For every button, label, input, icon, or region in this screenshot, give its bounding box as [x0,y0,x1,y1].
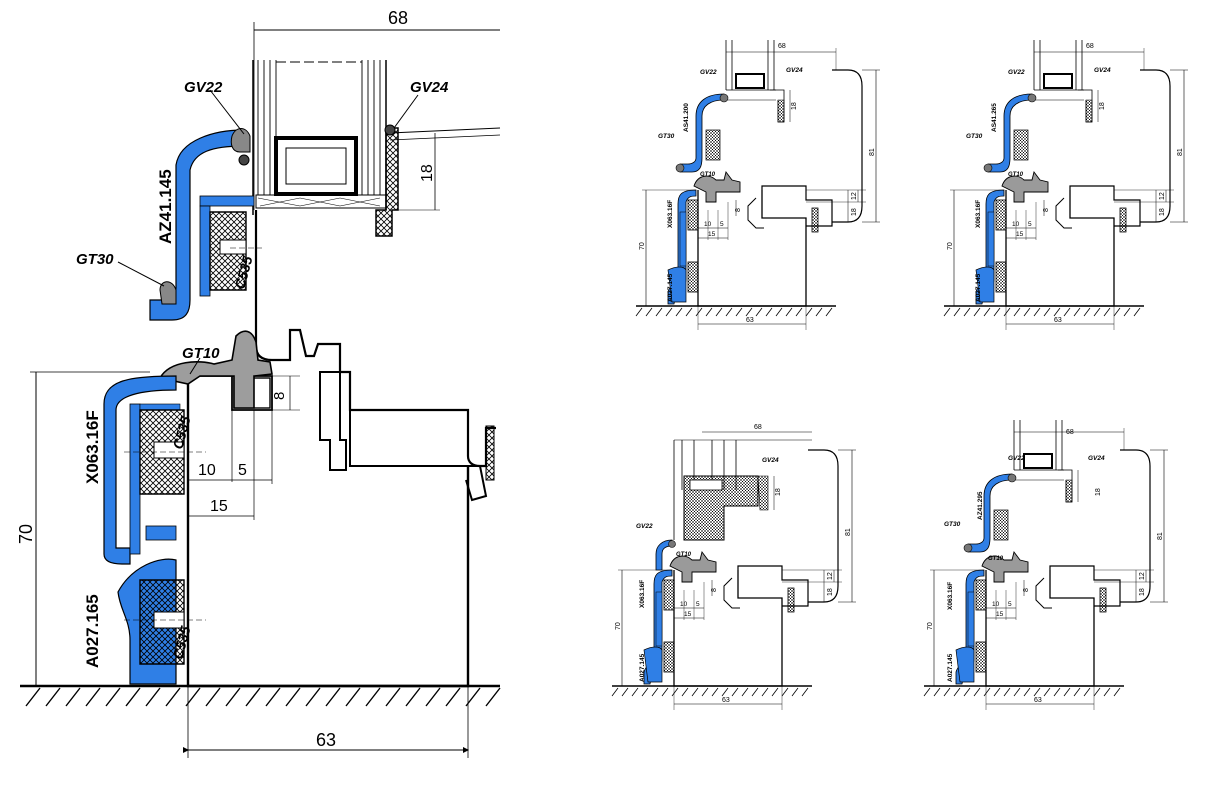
s1-d81: 81 [869,148,876,156]
s3-gv24: GV24 [762,457,779,464]
s4-x063: X063.16F [947,582,954,610]
s3-x063: X063.16F [639,580,646,608]
a027-profile-label: A027.165 [83,594,102,668]
s3-d8: 8 [711,588,718,592]
s4-d63: 63 [1034,697,1042,704]
s2-d5: 5 [1028,221,1032,228]
s1-d8: 8 [735,208,742,212]
s1-d18a: 18 [791,102,798,110]
s2-gt10: GT10 [1008,172,1024,178]
small-drawing-4: 68 GV22 GV24 AZ41.295 GT30 GT10 X063.16F… [923,419,1169,711]
small-drawing-3: 68 GV22 GV24 GT10 X063.16F A027.145 18 8… [611,424,857,711]
s4-d18a: 18 [1095,488,1102,496]
gv22-label: GV22 [184,79,223,96]
s4-d70: 70 [927,622,934,630]
s2-az: AS41.265 [991,103,998,132]
s2-gv24: GV24 [1094,67,1111,74]
s2-dim-68: 68 [1086,43,1094,50]
s4-d15: 15 [996,611,1004,618]
s3-d18a: 18 [775,488,782,496]
s2-d12: 12 [1159,192,1166,200]
s3-gv22: GV22 [636,523,653,530]
s2-d18b: 18 [1159,208,1166,216]
s2-gv22: GV22 [1008,69,1025,76]
s3-d18b: 18 [827,588,834,596]
s2-d70: 70 [947,242,954,250]
s3-d15: 15 [684,611,692,618]
s3-d70: 70 [615,622,622,630]
dim-15-label: 15 [210,498,228,515]
s1-d63: 63 [746,317,754,324]
s2-d18a: 18 [1099,102,1106,110]
large-section-drawing: 68 GV22 GV24 18 AZ41.145 GT30 C535 GT10 … [16,8,501,758]
small-drawing-2: 68 GV22 GV24 AS41.265 GT30 GT10 X063.16F… [943,39,1189,331]
x063-profile-blue [103,375,206,685]
s2-d10: 10 [1012,221,1020,228]
s4-gv22: GV22 [1008,455,1025,462]
s1-d10: 10 [704,221,712,228]
s1-d15: 15 [708,231,716,238]
s3-gt10: GT10 [676,552,692,558]
gv24-label: GV24 [410,79,449,96]
s2-d8: 8 [1043,208,1050,212]
s1-d5: 5 [720,221,724,228]
s4-gv24: GV24 [1088,455,1105,462]
dim-8-label: 8 [271,392,288,400]
s1-x063: X063.16F [667,200,674,228]
glazing-unit [252,60,501,215]
s4-az: AZ41.295 [977,491,984,520]
az-profile-blue [149,128,262,321]
x063-profile-label: X063.16F [83,410,102,484]
az-profile-label: AZ41.145 [156,169,175,244]
gt10-label: GT10 [182,345,220,362]
s1-gv22: GV22 [700,69,717,76]
s3-d81: 81 [845,528,852,536]
s2-gt30: GT30 [966,133,983,140]
s3-a027: A027.145 [639,653,646,682]
dim-70-label: 70 [16,524,36,544]
gt30-label: GT30 [76,251,114,268]
dim-68-label: 68 [388,8,408,28]
s2-d81: 81 [1177,148,1184,156]
s4-d81: 81 [1157,532,1164,540]
gv24-gasket [375,124,399,237]
s2-a027: A027.145 [975,273,982,302]
s1-az: AS41.200 [683,103,690,132]
s2-d63: 63 [1054,317,1062,324]
s2-d15: 15 [1016,231,1024,238]
s1-gt10: GT10 [700,172,716,178]
s3-d5: 5 [696,601,700,608]
s4-d18b: 18 [1139,588,1146,596]
s4-d8: 8 [1023,588,1030,592]
s3-d12: 12 [827,572,834,580]
s1-gt30: GT30 [658,133,675,140]
s1-a027: A027.145 [667,273,674,302]
ground-hatch [25,687,501,707]
dim-18-label: 18 [419,164,436,182]
dim-10-label: 10 [198,462,216,479]
s3-d63: 63 [722,697,730,704]
s4-d12: 12 [1139,572,1146,580]
s1-d12: 12 [851,192,858,200]
s4-a027: A027.145 [947,653,954,682]
s4-d5: 5 [1008,601,1012,608]
s4-d10: 10 [992,601,1000,608]
s1-d18b: 18 [851,208,858,216]
small-drawing-1: 68 GV22 GV24 AS41.200 GT30 GT10 X063.16F… [635,39,881,331]
dim-63-label: 63 [316,730,336,750]
s4-gt10: GT10 [988,556,1004,562]
s1-dim-68: 68 [778,43,786,50]
s3-dim-68: 68 [754,424,762,431]
gt10-gasket [158,330,273,409]
s4-dim-68: 68 [1066,429,1074,436]
s3-glazing [655,431,812,571]
dim-5-label: 5 [238,462,247,479]
s1-gv24: GV24 [786,67,803,74]
s1-d70: 70 [639,242,646,250]
s4-gt30: GT30 [944,521,961,528]
s3-d10: 10 [680,601,688,608]
s2-x063: X063.16F [975,200,982,228]
